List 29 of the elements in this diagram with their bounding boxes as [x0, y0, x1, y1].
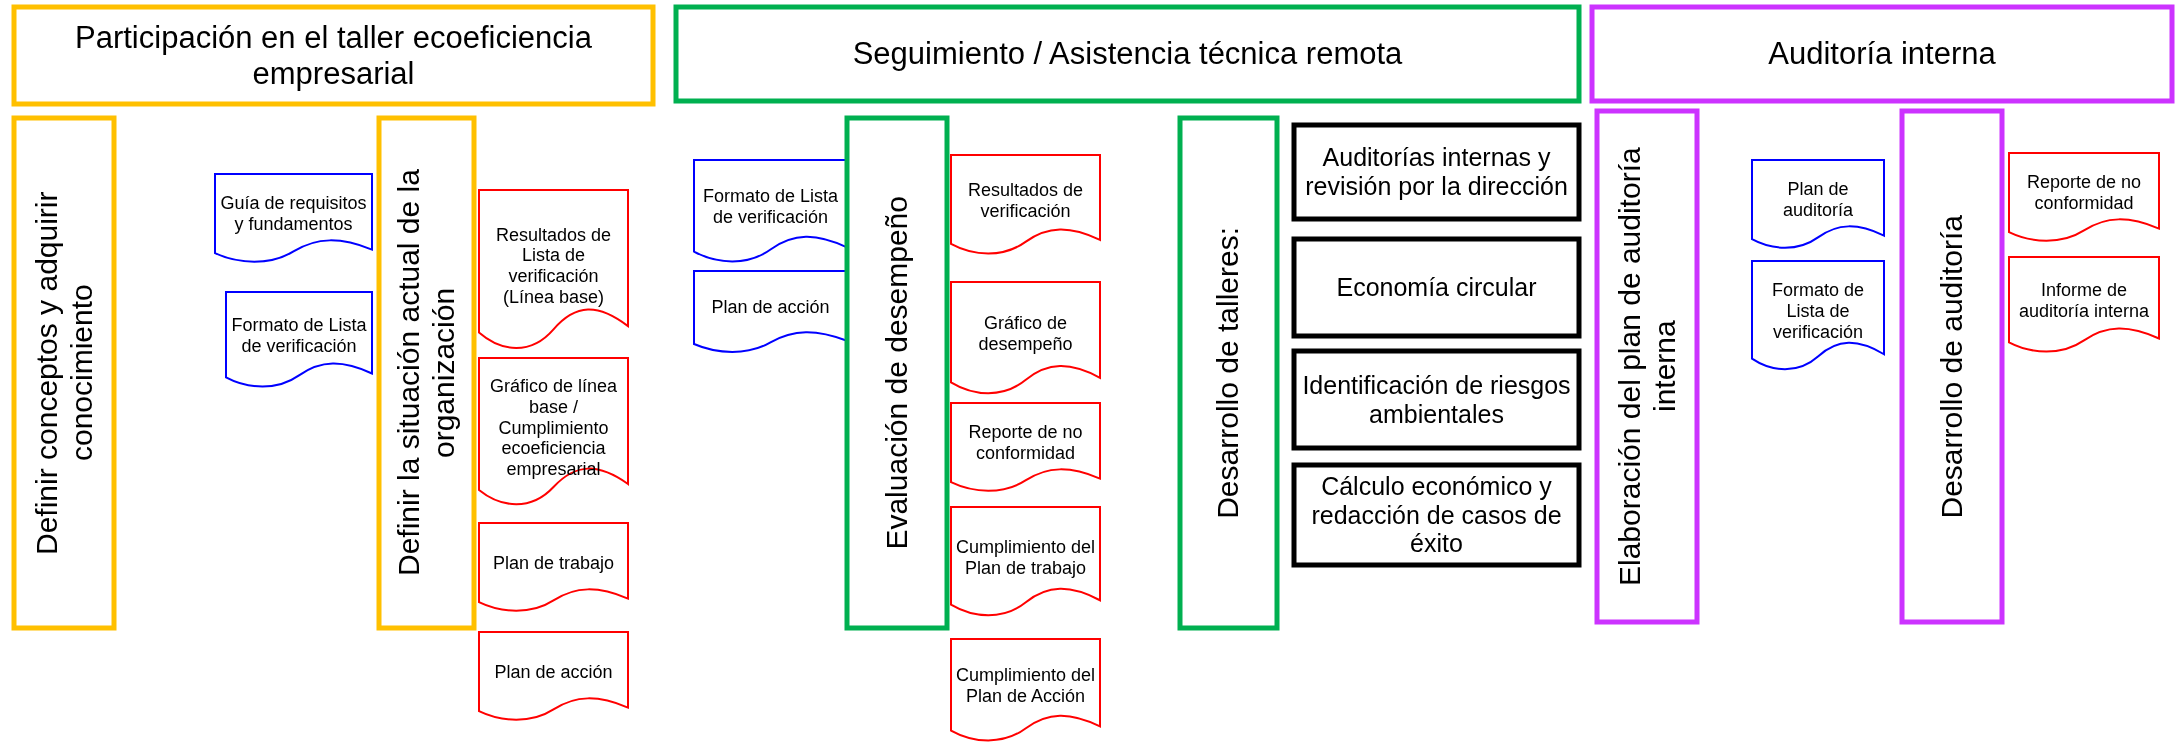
step-box: Definir la situación actual de la organización: [379, 118, 474, 628]
document-card: Plan de acción: [694, 271, 847, 354]
topic-box: Auditorías internas y revisión por la dirección: [1294, 125, 1579, 219]
step-box: Elaboración del plan de auditoría interna: [1597, 111, 1697, 622]
step-box: Desarrollo de talleres:: [1180, 118, 1277, 628]
document-card: Cumplimiento del Plan de Acción: [951, 639, 1100, 743]
step-box: Desarrollo de auditoría: [1902, 111, 2002, 622]
phase-header: Auditoría interna: [1592, 7, 2172, 101]
document-card: Plan de auditoría: [1752, 160, 1884, 250]
document-card: Resultados de verificación: [951, 155, 1100, 256]
document-card: Resultados de Lista de verificación (Línea base): [479, 190, 628, 352]
step-box: Definir conceptos y adquirir conocimiento: [14, 118, 114, 628]
document-card: Plan de acción: [479, 632, 628, 722]
document-card: Informe de auditoría interna: [2009, 257, 2159, 354]
topic-box: Identificación de riesgos ambientales: [1294, 351, 1579, 448]
document-card: Formato de Lista de verificación: [1752, 261, 1884, 372]
document-card: Formato de Lista de verificación: [226, 292, 372, 389]
document-card: Reporte de no conformidad: [951, 403, 1100, 493]
document-card: Gráfico de línea base / Cumplimiento ecoeficiencia empresarial: [479, 358, 628, 508]
document-card: Cumplimiento del Plan de trabajo: [951, 507, 1100, 618]
document-card: Gráfico de desempeño: [951, 282, 1100, 396]
document-card: Formato de Lista de verificación: [694, 160, 847, 264]
topic-box: Economía circular: [1294, 239, 1579, 336]
document-card: Guía de requisitos y fundamentos: [215, 174, 372, 264]
document-card: Reporte de no conformidad: [2009, 153, 2159, 243]
phase-header: Participación en el taller ecoeficiencia empresarial: [14, 7, 653, 104]
phase-header: Seguimiento / Asistencia técnica remota: [676, 7, 1579, 101]
document-card: Plan de trabajo: [479, 523, 628, 613]
topic-box: Cálculo económico y redacción de casos de éxito: [1294, 465, 1579, 565]
